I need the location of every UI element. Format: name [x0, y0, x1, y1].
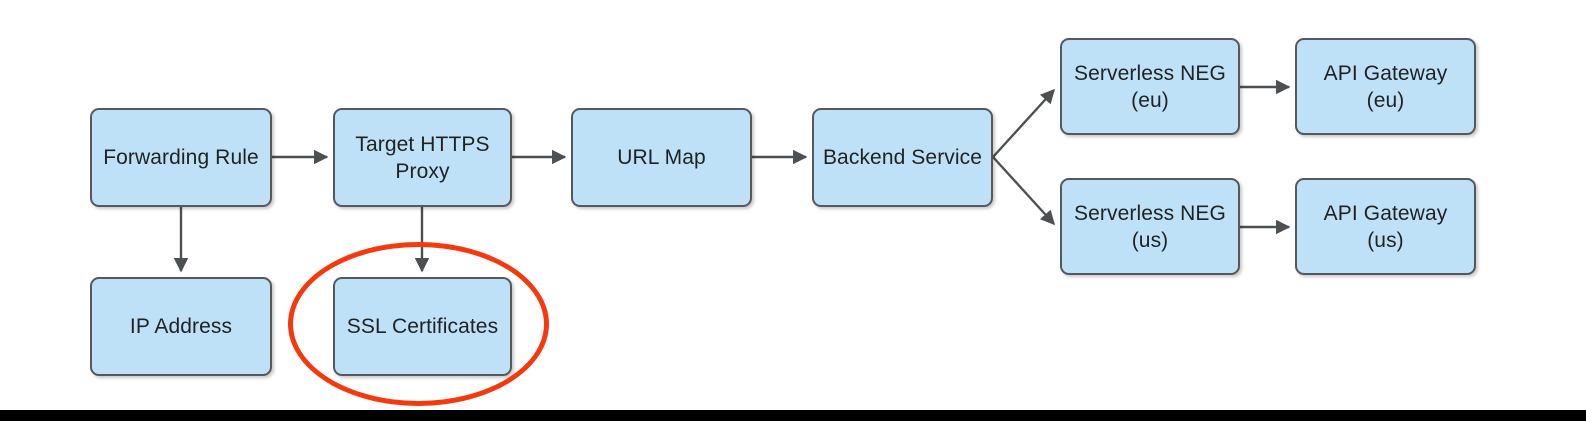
node-serverless-neg-eu[interactable]: Serverless NEG (eu): [1060, 38, 1240, 135]
node-forwarding-rule[interactable]: Forwarding Rule: [90, 108, 272, 207]
node-target-https-proxy[interactable]: Target HTTPS Proxy: [333, 108, 512, 207]
bottom-border-strip: [0, 410, 1586, 421]
node-serverless-neg-us[interactable]: Serverless NEG (us): [1060, 178, 1240, 275]
node-ip-address[interactable]: IP Address: [90, 277, 272, 376]
node-backend-service[interactable]: Backend Service: [812, 108, 993, 207]
node-api-gateway-us[interactable]: API Gateway (us): [1295, 178, 1476, 275]
node-url-map[interactable]: URL Map: [571, 108, 752, 207]
ssl-certificates-highlight-ellipse: [288, 242, 549, 406]
node-api-gateway-eu[interactable]: API Gateway (eu): [1295, 38, 1476, 135]
edge-backend-to-neg-us: [992, 156, 1055, 226]
edge-backend-to-neg-eu: [992, 88, 1055, 158]
